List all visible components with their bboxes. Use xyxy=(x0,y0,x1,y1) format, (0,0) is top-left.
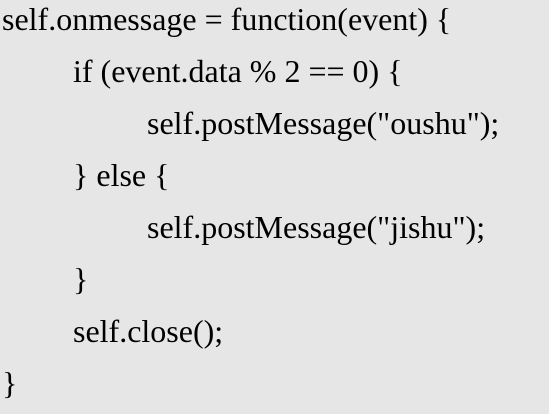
code-line-self-close: self.close(); xyxy=(73,313,224,349)
code-line-post-oushu: self.postMessage("oushu"); xyxy=(147,105,500,141)
code-line-close-if: } xyxy=(73,261,89,297)
code-line-close-function: } xyxy=(2,365,18,401)
code-line-if: if (event.data % 2 == 0) { xyxy=(73,53,403,89)
code-line-onmessage: self.onmessage = function(event) { xyxy=(2,1,452,37)
code-line-else: } else { xyxy=(73,157,170,193)
code-line-post-jishu: self.postMessage("jishu"); xyxy=(147,209,486,245)
